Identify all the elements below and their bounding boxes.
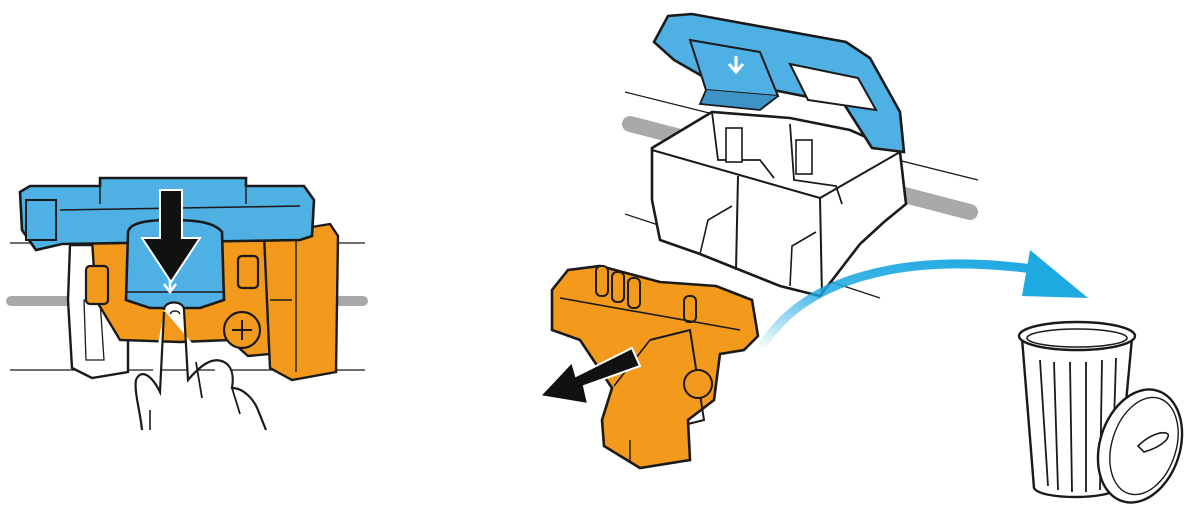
trash-can-icon bbox=[1019, 322, 1185, 507]
orange-latch bbox=[264, 224, 338, 380]
orange-clip-removed bbox=[552, 266, 758, 468]
curved-arrow-head bbox=[1022, 250, 1088, 298]
panel-press-tab bbox=[6, 178, 368, 430]
panel-remove-clip bbox=[540, 14, 1088, 468]
